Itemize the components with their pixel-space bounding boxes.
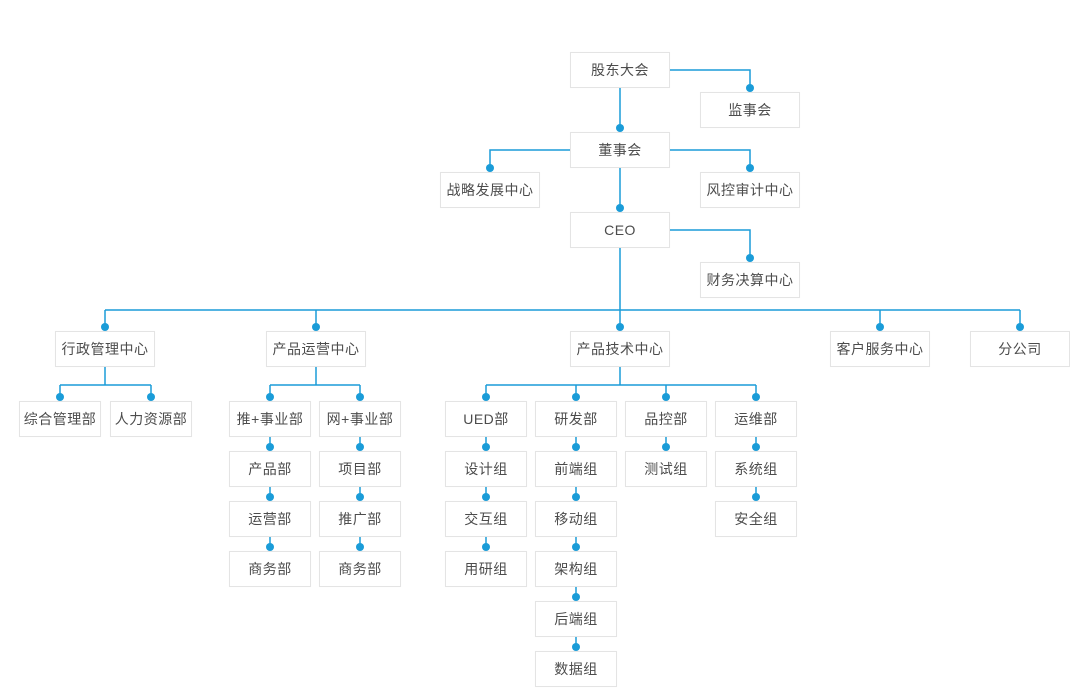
connector-line: [489, 149, 570, 168]
org-node-operations-maintenance-dept[interactable]: 运维部: [715, 401, 797, 437]
org-node-project-dept[interactable]: 项目部: [319, 451, 401, 487]
org-node-strategy-development-center[interactable]: 战略发展中心: [440, 172, 540, 208]
org-node-human-resources-dept[interactable]: 人力资源部: [110, 401, 192, 437]
org-node-promotion-dept[interactable]: 推广部: [319, 501, 401, 537]
connector-dot: [356, 393, 364, 401]
org-node-supervisory-board[interactable]: 监事会: [700, 92, 800, 128]
org-node-operation-dept[interactable]: 运营部: [229, 501, 311, 537]
org-node-business-dept-tui[interactable]: 商务部: [229, 551, 311, 587]
org-node-ued-dept[interactable]: UED部: [445, 401, 527, 437]
connector-dot: [616, 323, 624, 331]
connector-dot: [752, 393, 760, 401]
org-node-wang-business-division[interactable]: 网+事业部: [319, 401, 401, 437]
org-node-finance-settlement-center[interactable]: 财务决算中心: [700, 262, 800, 298]
connector-dot: [486, 164, 494, 172]
connector-dot: [572, 393, 580, 401]
connector-dot: [266, 393, 274, 401]
org-node-mobile-group[interactable]: 移动组: [535, 501, 617, 537]
org-node-product-operation-center[interactable]: 产品运营中心: [266, 331, 366, 367]
org-node-customer-service-center[interactable]: 客户服务中心: [830, 331, 930, 367]
connector-dot: [266, 543, 274, 551]
org-node-board-of-directors[interactable]: 董事会: [570, 132, 670, 168]
connector-line: [670, 149, 751, 168]
org-node-general-management-dept[interactable]: 综合管理部: [19, 401, 101, 437]
connector-dot: [662, 393, 670, 401]
connector-dot: [572, 643, 580, 651]
org-node-tui-business-division[interactable]: 推+事业部: [229, 401, 311, 437]
org-node-architecture-group[interactable]: 架构组: [535, 551, 617, 587]
org-node-testing-group[interactable]: 测试组: [625, 451, 707, 487]
connector-dot: [482, 543, 490, 551]
org-node-ceo[interactable]: CEO: [570, 212, 670, 248]
connector-line: [670, 229, 751, 258]
connector-dot: [482, 443, 490, 451]
connector-dot: [572, 493, 580, 501]
connector-dot: [572, 443, 580, 451]
org-node-user-research-group[interactable]: 用研组: [445, 551, 527, 587]
org-node-backend-group[interactable]: 后端组: [535, 601, 617, 637]
org-node-quality-control-dept[interactable]: 品控部: [625, 401, 707, 437]
org-node-interaction-group[interactable]: 交互组: [445, 501, 527, 537]
connector-dot: [752, 443, 760, 451]
org-node-frontend-group[interactable]: 前端组: [535, 451, 617, 487]
org-node-design-group[interactable]: 设计组: [445, 451, 527, 487]
connector-dot: [752, 493, 760, 501]
org-node-rnd-dept[interactable]: 研发部: [535, 401, 617, 437]
connector-dot: [876, 323, 884, 331]
org-node-admin-management-center[interactable]: 行政管理中心: [55, 331, 155, 367]
org-node-security-group[interactable]: 安全组: [715, 501, 797, 537]
connector-dot: [482, 393, 490, 401]
connector-dot: [746, 84, 754, 92]
connector-dot: [312, 323, 320, 331]
org-node-business-dept-wang[interactable]: 商务部: [319, 551, 401, 587]
connector-dot: [662, 443, 670, 451]
connector-dot: [616, 204, 624, 212]
connector-dot: [101, 323, 109, 331]
connector-dot: [266, 493, 274, 501]
connector-dot: [356, 543, 364, 551]
connector-dot: [572, 593, 580, 601]
connector-dot: [572, 543, 580, 551]
connector-dot: [356, 493, 364, 501]
connector-dot: [1016, 323, 1024, 331]
org-node-data-group[interactable]: 数据组: [535, 651, 617, 687]
connector-dot: [616, 124, 624, 132]
connector-dot: [746, 164, 754, 172]
connector-dot: [56, 393, 64, 401]
connector-line: [670, 69, 751, 88]
connector-dot: [147, 393, 155, 401]
connector-dot: [266, 443, 274, 451]
org-node-risk-audit-center[interactable]: 风控审计中心: [700, 172, 800, 208]
connector-dot: [746, 254, 754, 262]
org-node-product-dept[interactable]: 产品部: [229, 451, 311, 487]
org-node-system-group[interactable]: 系统组: [715, 451, 797, 487]
org-node-branch-company[interactable]: 分公司: [970, 331, 1070, 367]
org-node-shareholders-meeting[interactable]: 股东大会: [570, 52, 670, 88]
connector-dot: [356, 443, 364, 451]
org-node-product-technology-center[interactable]: 产品技术中心: [570, 331, 670, 367]
connector-dot: [482, 493, 490, 501]
